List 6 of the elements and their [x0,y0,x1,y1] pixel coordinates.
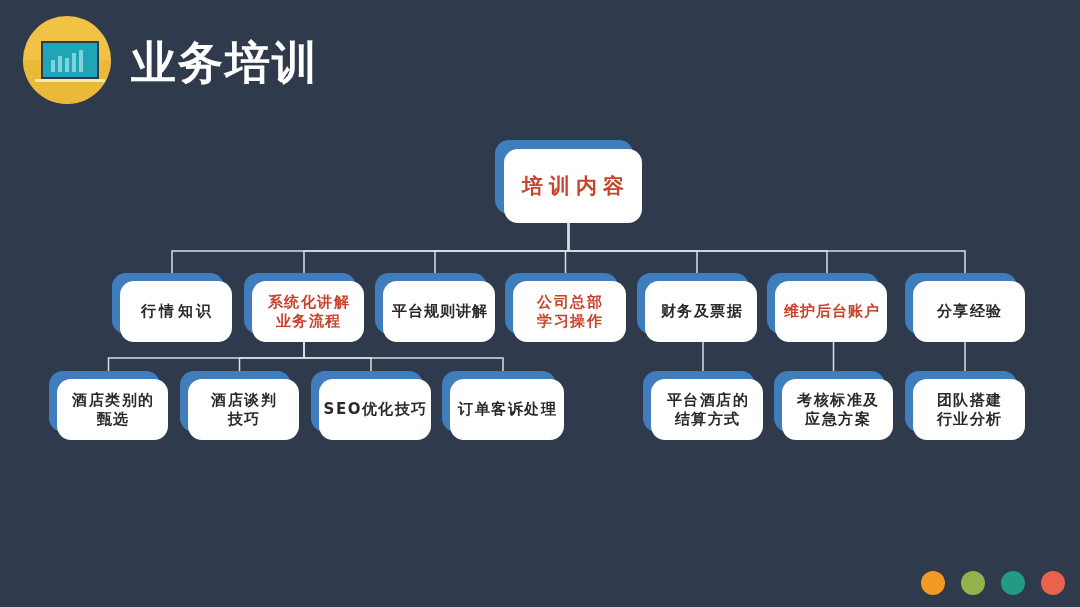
connector [303,341,504,372]
connector [702,341,704,372]
connector [964,341,966,372]
connector [567,222,966,274]
title: 业务培训 [131,38,319,88]
connector [832,341,835,372]
